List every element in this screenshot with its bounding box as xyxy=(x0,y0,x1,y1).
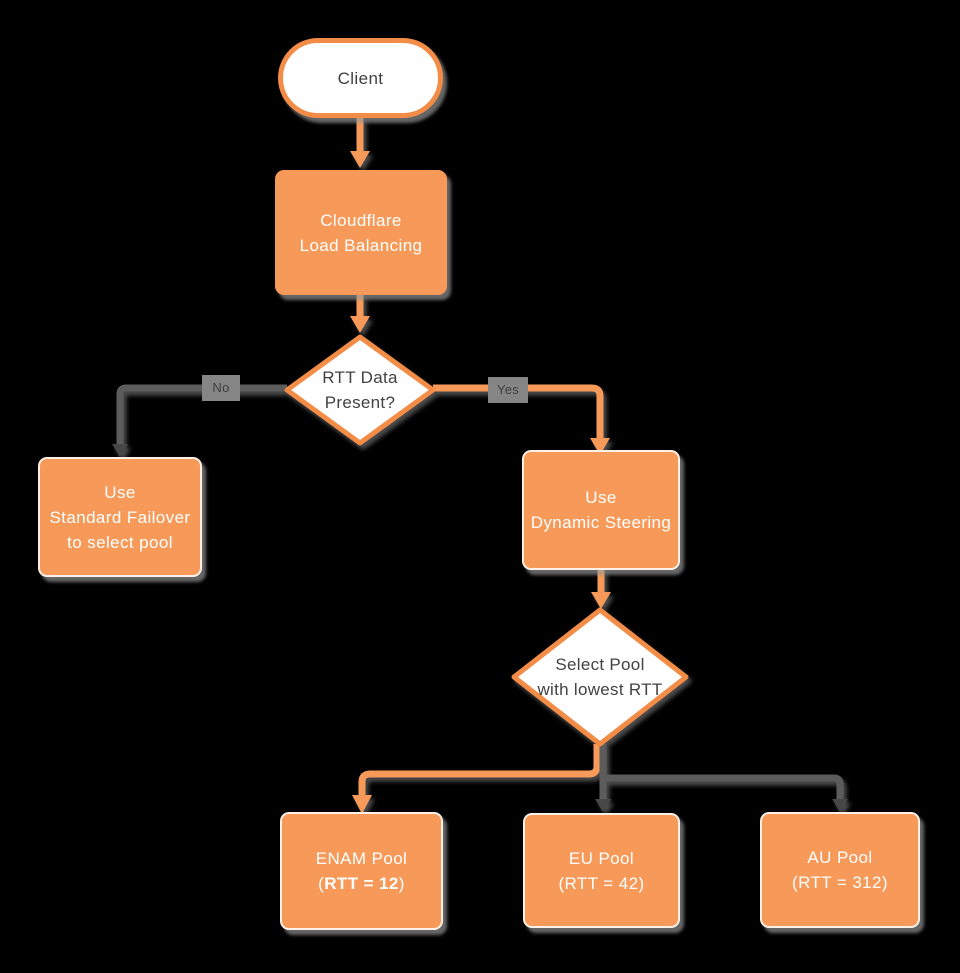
paren-close: ) xyxy=(398,874,405,893)
edge-yes-to-dynamic-steering xyxy=(433,384,604,442)
node-label-line: Dynamic Steering xyxy=(530,513,672,532)
decision-select-pool-label: Select Pool with lowest RTT xyxy=(513,652,687,702)
arrow-down-icon xyxy=(591,592,611,609)
node-label-line: to select pool xyxy=(67,532,173,552)
node-label-line: EU Pool xyxy=(568,848,635,868)
edge-selectpool-to-enam xyxy=(358,744,601,797)
rtt-value-bold: RTT = 12 xyxy=(324,874,399,893)
node-label-line: Load Balancing xyxy=(299,235,423,255)
arrow-down-icon xyxy=(832,799,848,812)
node-label-line: (RTT = 12) xyxy=(318,871,405,896)
arrow-down-icon xyxy=(350,151,370,168)
node-label-line: AU Pool xyxy=(807,848,873,867)
arrow-down-icon xyxy=(595,799,611,812)
decision-rtt-label: RTT Data Present? xyxy=(285,365,435,415)
node-label-line: Standard Failover xyxy=(49,507,191,527)
node-enam-pool: ENAM Pool (RTT = 12) xyxy=(280,812,443,930)
decision-diamond-rtt xyxy=(284,334,436,446)
arrow-down-icon xyxy=(352,795,372,814)
node-label-line: Select Pool xyxy=(555,655,645,674)
arrow-down-icon xyxy=(590,438,610,455)
arrow-down-icon xyxy=(350,316,370,333)
node-dynamic-steering: Use Dynamic Steering xyxy=(522,450,680,570)
node-label-line: (RTT = 312) xyxy=(792,873,888,892)
node-label-line: Present? xyxy=(324,393,396,412)
edge-label-no: No xyxy=(202,375,240,401)
edge-selectpool-to-au xyxy=(603,774,844,800)
node-label-line: Use xyxy=(104,482,136,502)
node-client-label: Client xyxy=(337,68,384,88)
node-label-line: with lowest RTT xyxy=(537,680,663,699)
decision-diamond-select-pool xyxy=(511,607,689,747)
node-label-line: ENAM Pool xyxy=(315,849,408,868)
node-label-line: RTT Data xyxy=(322,368,398,387)
node-label-line: Use xyxy=(585,488,617,507)
node-eu-pool: EU Pool (RTT = 42) xyxy=(523,813,680,928)
paren-open: ( xyxy=(318,874,325,893)
edge-label-yes: Yes xyxy=(488,377,528,403)
node-label-line: (RTT = 42) xyxy=(558,873,645,893)
node-client: Client xyxy=(278,38,443,118)
node-au-pool: AU Pool (RTT = 312) xyxy=(760,812,920,928)
node-standard-failover: Use Standard Failover to select pool xyxy=(38,457,202,577)
edge-no-to-standard-failover xyxy=(116,384,287,448)
node-label-line: Cloudflare xyxy=(320,210,402,230)
arrow-down-icon xyxy=(112,444,128,457)
node-cloudflare-load-balancing: Cloudflare Load Balancing xyxy=(275,170,447,295)
